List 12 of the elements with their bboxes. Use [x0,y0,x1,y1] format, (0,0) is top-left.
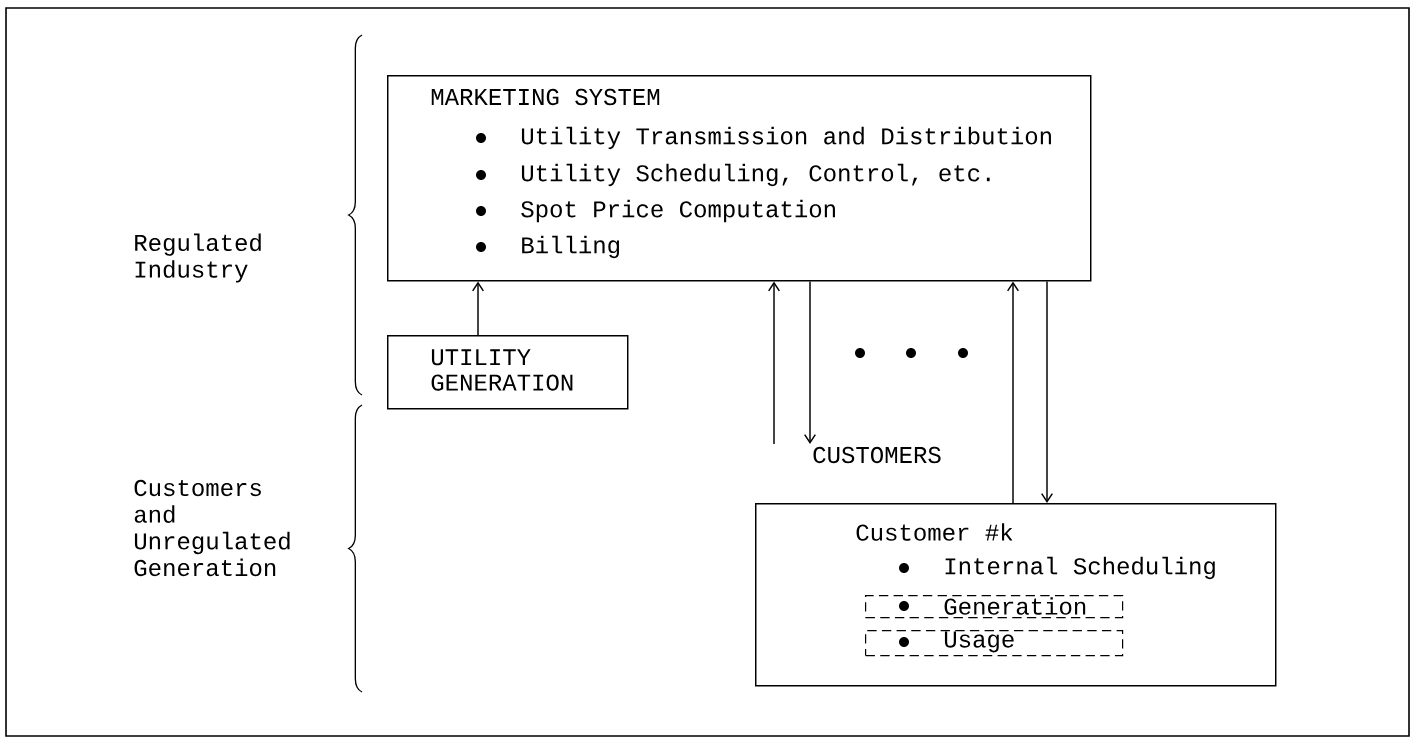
dashed-box: Usage [865,630,1124,657]
dashed-box: Generation [865,595,1124,619]
arrow [767,281,781,445]
arrow [803,280,817,444]
side-label: Regulated Industry [135,233,261,283]
arrow [471,281,485,336]
system-box: MARKETING SYSTEM Utility Transmission and Distribution Utility Scheduling, Control, etc. Spot Price Computation Billing [387,75,1092,282]
arrow [1006,281,1020,504]
process-box: UTILITY GENERATION [387,335,629,410]
arrow [1040,280,1054,503]
side-label: Customers and Unregulated Generation [134,479,290,577]
customers-label: CUSTOMERS [813,446,941,464]
